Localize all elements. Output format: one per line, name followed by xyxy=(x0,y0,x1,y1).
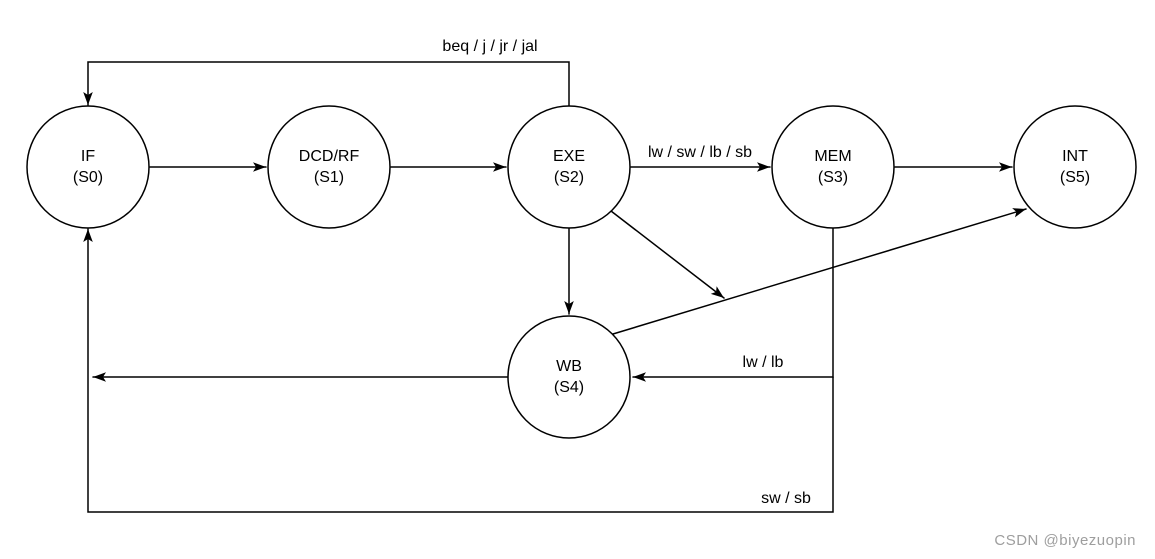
state-sublabel-s3: (S3) xyxy=(818,169,848,186)
edge-label-exe-to-mem: lw / sw / lb / sb xyxy=(648,144,752,161)
arrowhead-icon xyxy=(999,162,1012,172)
edge-line-wb-to-int xyxy=(612,208,1027,335)
state-node-s3: MEM (S3) xyxy=(771,105,895,229)
state-circle-s1 xyxy=(267,105,391,229)
arrowhead-icon xyxy=(710,286,724,298)
state-label-s3: MEM xyxy=(814,148,851,165)
arrowhead-icon xyxy=(633,372,646,382)
edge-mem-to-int xyxy=(894,162,1013,172)
arrowhead-icon xyxy=(83,229,93,242)
edge-exe-to-if-branch: beq / j / jr / jal xyxy=(83,38,570,107)
arrowhead-icon xyxy=(253,162,266,172)
edge-label-exe-to-if-branch: beq / j / jr / jal xyxy=(442,38,537,55)
state-node-s1: DCD/RF (S1) xyxy=(267,105,391,229)
edge-exe-to-int-join xyxy=(610,210,725,299)
state-sublabel-s0: (S0) xyxy=(73,169,103,186)
edge-exe-to-wb xyxy=(564,227,574,315)
state-circle-s3 xyxy=(771,105,895,229)
state-node-s2: EXE (S2) xyxy=(507,105,631,229)
state-label-s1: DCD/RF xyxy=(299,148,360,165)
state-sublabel-s5: (S5) xyxy=(1060,169,1090,186)
state-circle-s2 xyxy=(507,105,631,229)
arrowhead-icon xyxy=(83,92,93,105)
edge-exe-to-mem: lw / sw / lb / sb xyxy=(630,144,771,172)
state-circle-s0 xyxy=(26,105,150,229)
state-label-s2: EXE xyxy=(553,148,585,165)
edge-dcdrf-to-exe xyxy=(390,162,507,172)
state-label-s0: IF xyxy=(81,148,95,165)
edge-wb-to-int xyxy=(612,208,1027,335)
edge-label-mem-to-wb: lw / lb xyxy=(743,354,784,371)
edge-line-exe-to-int-join xyxy=(610,210,725,299)
state-node-s4: WB (S4) xyxy=(507,315,631,439)
edge-if-to-dcdrf xyxy=(149,162,267,172)
state-node-s5: INT (S5) xyxy=(1013,105,1137,229)
edge-wb-to-if xyxy=(92,372,509,382)
arrowhead-icon xyxy=(564,301,574,314)
state-label-s4: WB xyxy=(556,358,582,375)
state-label-s5: INT xyxy=(1062,148,1088,165)
state-circle-s5 xyxy=(1013,105,1137,229)
state-sublabel-s1: (S1) xyxy=(314,169,344,186)
edge-line-mem-to-if-store xyxy=(87,228,834,513)
arrowhead-icon xyxy=(757,162,770,172)
state-node-s0: IF (S0) xyxy=(26,105,150,229)
state-sublabel-s2: (S2) xyxy=(554,169,584,186)
arrowhead-icon xyxy=(93,372,106,382)
edge-label-mem-to-if-store: sw / sb xyxy=(761,490,811,507)
watermark-text: CSDN @biyezuopin xyxy=(994,532,1136,549)
state-sublabel-s4: (S4) xyxy=(554,379,584,396)
edge-mem-to-if-store: sw / sb xyxy=(83,228,834,513)
state-circle-s4 xyxy=(507,315,631,439)
arrowhead-icon xyxy=(1012,208,1026,218)
arrowhead-icon xyxy=(493,162,506,172)
edge-line-exe-to-if-branch xyxy=(87,61,570,107)
